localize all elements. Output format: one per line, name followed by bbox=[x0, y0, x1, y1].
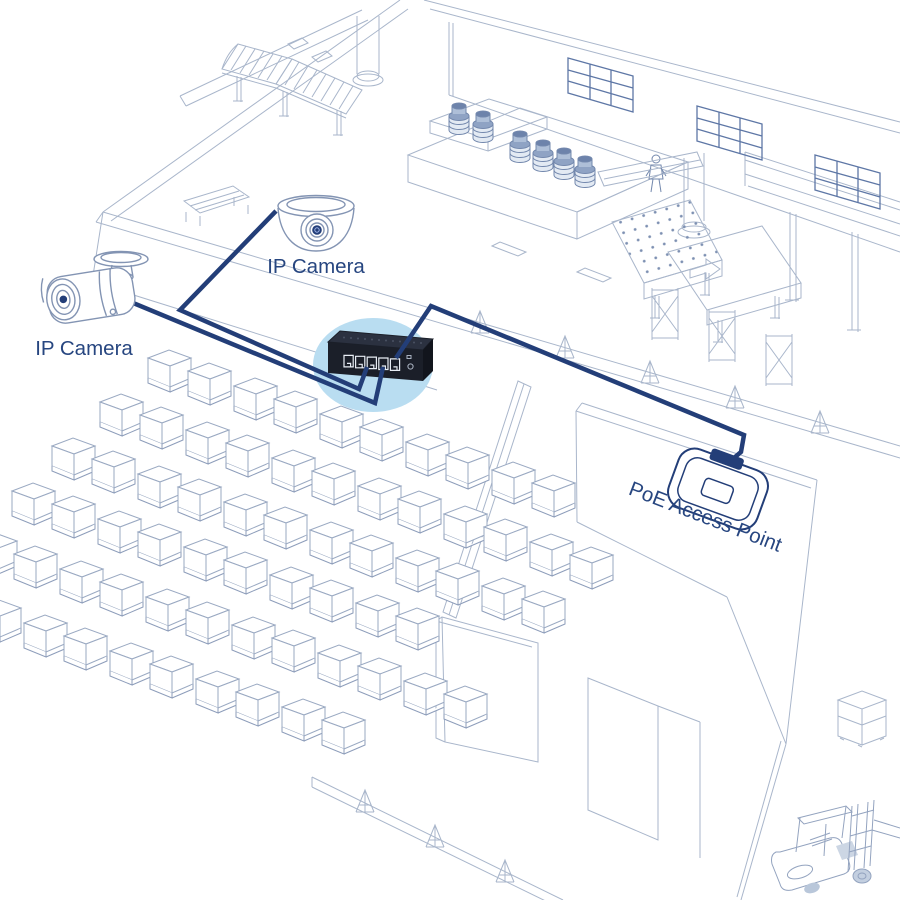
switch-ports bbox=[343, 354, 401, 371]
bench bbox=[182, 185, 251, 226]
ball-transfer-table bbox=[611, 199, 802, 343]
ip-camera-label-dome: IP Camera bbox=[267, 255, 365, 278]
camera-bullet bbox=[40, 250, 149, 324]
safety-railing bbox=[311, 776, 564, 900]
roller-conveyor bbox=[221, 43, 363, 136]
overhead-beam bbox=[179, 9, 384, 107]
cable-bullet-camera bbox=[120, 295, 386, 407]
access-point bbox=[667, 447, 769, 531]
forklift bbox=[771, 799, 900, 894]
switch-led-indicator bbox=[406, 355, 414, 370]
long-wall bbox=[91, 211, 900, 459]
divider-panel bbox=[435, 616, 539, 763]
interior-room bbox=[575, 402, 818, 900]
access-point-cable-port bbox=[709, 448, 744, 470]
right-conveyor bbox=[651, 151, 900, 387]
factory-windows bbox=[567, 57, 881, 210]
roof-beams bbox=[423, 0, 900, 253]
stacked-boxes-small bbox=[836, 690, 888, 748]
cable-dome-camera bbox=[176, 209, 370, 393]
ip-camera-label-bullet: IP Camera bbox=[35, 337, 133, 360]
bullet-lens bbox=[59, 295, 68, 304]
box-array bbox=[0, 349, 614, 755]
switch-vents bbox=[343, 336, 422, 344]
camera-dome bbox=[277, 194, 355, 252]
dome-lens bbox=[312, 225, 322, 235]
